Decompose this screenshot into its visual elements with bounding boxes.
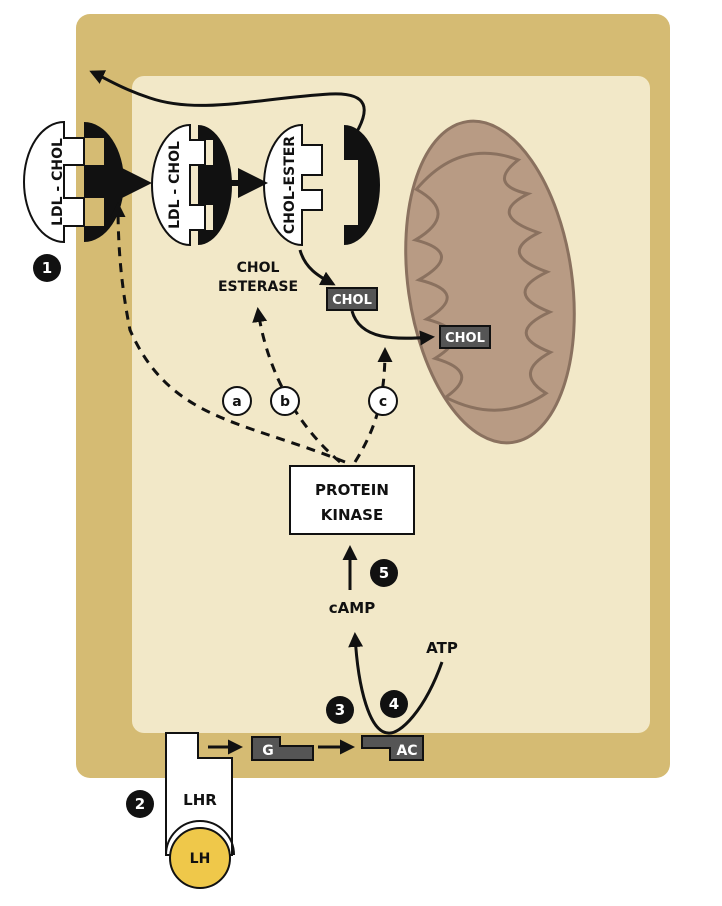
step-badge-4: 4	[380, 690, 408, 718]
chol-esterase-label: CHOL	[237, 260, 280, 276]
pathway-b	[252, 307, 341, 464]
pathway-badge-b: b	[270, 386, 300, 416]
svg-text:c: c	[379, 394, 387, 410]
step-badge-3: 3	[326, 696, 354, 724]
recycle-arrow	[89, 70, 366, 136]
ac-label: AC	[396, 743, 417, 759]
pathway-badge-c: c	[368, 386, 398, 416]
svg-text:3: 3	[335, 701, 345, 719]
mitochondrion	[404, 119, 576, 445]
receptor-label: LDL - CHOL	[50, 138, 66, 226]
adenylyl-cyclase	[361, 735, 424, 761]
step-badge-5: 5	[370, 559, 398, 587]
pathway-badge-a: a	[222, 386, 252, 416]
chol-label: CHOL	[332, 293, 372, 308]
lhr-label: LHR	[183, 791, 217, 809]
g-protein-label: G	[262, 743, 274, 759]
svg-text:a: a	[232, 394, 241, 410]
receptor-label: CHOL-ESTER	[282, 136, 298, 234]
svg-text:1: 1	[42, 259, 52, 277]
lh-label: LH	[190, 851, 211, 867]
ldl-receptor-internalized: LDL - CHOL	[151, 123, 232, 247]
svg-text:2: 2	[135, 795, 145, 813]
step-badge-1: 1	[33, 254, 61, 282]
receptor-label: LDL - CHOL	[167, 141, 183, 229]
pathway-a	[110, 202, 346, 464]
lh-hormone	[169, 827, 231, 889]
protein-kinase-label: PROTEIN	[315, 481, 389, 499]
arrow-chol-release	[298, 249, 336, 286]
arrow-atp-to-camp	[348, 632, 444, 735]
chol-mito-box	[439, 325, 491, 349]
chol-mito-label: CHOL	[445, 331, 485, 346]
protein-kinase-label: KINASE	[321, 506, 383, 524]
chol-esterase-label: ESTERASE	[218, 279, 298, 295]
camp-label: cAMP	[329, 599, 375, 617]
g-protein	[251, 736, 314, 761]
protein-kinase-box	[289, 465, 415, 535]
svg-text:b: b	[280, 394, 290, 410]
chol-ester-vesicle: CHOL-ESTER	[263, 123, 380, 247]
step-badge-2: 2	[126, 790, 154, 818]
atp-label: ATP	[426, 639, 458, 657]
svg-text:4: 4	[389, 695, 399, 713]
arrow-chol-to-mito	[350, 310, 435, 346]
svg-text:5: 5	[379, 564, 389, 582]
chol-box	[326, 287, 378, 311]
